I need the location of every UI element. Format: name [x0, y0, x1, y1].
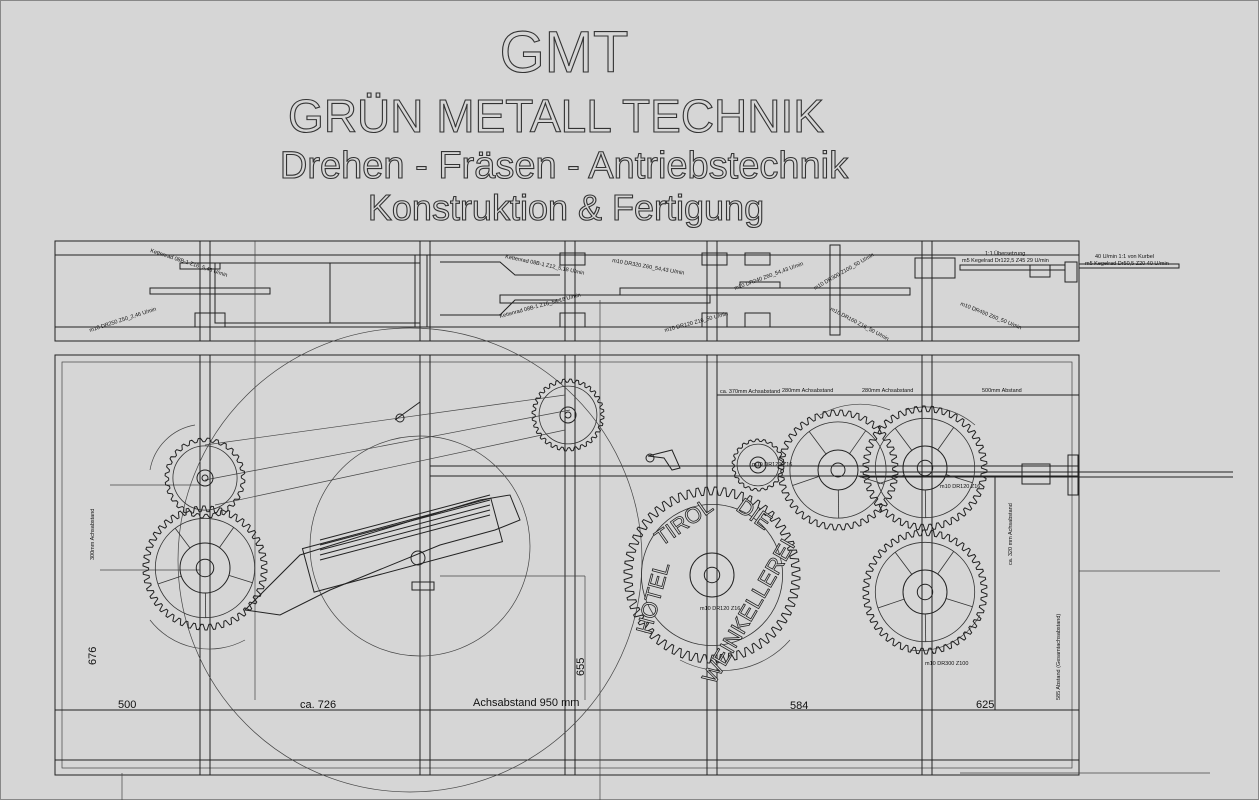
header-company: GRÜN METALL TECHNIK	[288, 90, 824, 142]
header-services: Drehen - Fräsen - Antriebstechnik	[280, 145, 849, 187]
gear-mid-right	[777, 409, 899, 531]
label-m10-2: m10 DR320 Z60_54,43 U/min	[612, 258, 685, 277]
dim-726: ca. 726	[300, 699, 336, 711]
logo-text-hotel: HOTEL	[631, 559, 674, 636]
dim-655: 655	[575, 658, 587, 676]
label-m10-4: m10 DR300 Z100_50 U/min	[813, 252, 875, 291]
gear-far-right	[862, 405, 988, 531]
label-gear-4: m10 DR300 Z100	[925, 661, 968, 667]
header-tagline: Konstruktion & Fertigung	[368, 187, 764, 228]
dim-584: 584	[790, 700, 808, 712]
label-m10-6: m10 DR120 Z16_50 U/min	[664, 311, 729, 334]
dim-950: Achsabstand 950 mm	[473, 697, 579, 709]
side-view: Kettenrad 08B-1 Z16_5,46 U/min Kettenrad…	[54, 240, 1180, 342]
label-axis-280-b: 280mm Achsabstand	[862, 388, 913, 394]
label-direction: 1:1 Übersetzung	[985, 250, 1025, 257]
gear-lower-right	[862, 529, 988, 655]
header-title: GMT	[500, 20, 629, 85]
header-block: GMT GRÜN METALL TECHNIK Drehen - Fräsen …	[279, 19, 849, 228]
gear-group	[142, 378, 988, 664]
dim-625: 625	[976, 699, 994, 711]
label-m10-3: m10 DR240 Z60_54,43 U/min	[734, 261, 805, 292]
gear-small-left	[164, 437, 246, 519]
label-kegelrad-1: m5 Kegelrad Dr122,5 Z45 29 U/min	[962, 258, 1049, 264]
label-kettenrad-1: Kettenrad 08B-1 Z16_5,46 U/min	[149, 248, 228, 279]
label-m10-5: m10 DR160 Z16_50 U/min	[829, 306, 890, 342]
label-axis-small: ca. 370mm Achsabstand	[720, 389, 780, 395]
label-gear-1: m10 DR120 Z16	[752, 462, 792, 468]
label-kettenrad-3: Kettenrad 08B-1 Z16_54,18 U/min	[499, 292, 581, 319]
label-gear-2: m10 DR120 Z16	[940, 484, 980, 490]
gear-large-left	[142, 505, 268, 631]
hotel-logo: HOTEL TIROL DIE WEINKELLEREI	[631, 493, 801, 689]
label-m10-1: m10 DR250 Z50_2,46 U/min	[89, 307, 157, 334]
logo-text-die: DIE	[732, 493, 776, 535]
label-vertical-585: 585 Abstand (Gesamtachsabstand)	[1056, 614, 1062, 700]
label-abstand-500: 500mm Abstand	[982, 388, 1022, 394]
dim-676: 676	[87, 647, 99, 665]
label-axis-280-a: 280mm Achsabstand	[782, 388, 833, 394]
label-kurbel-2: m5 Kegelrad Dr50,5 Z20 40 U/min	[1085, 261, 1169, 267]
gear-hotel-logo	[623, 486, 801, 664]
front-view: HOTEL TIROL DIE WEINKELLEREI ca. 370mm A…	[54, 241, 1233, 800]
dim-500: 500	[118, 699, 136, 711]
label-gear-3: m10 DR120 Z16	[700, 606, 740, 612]
gear-top-middle	[531, 378, 605, 452]
label-vertical-300: 300mm Achsabstand	[90, 509, 96, 560]
label-kurbel: 40 U/min 1:1 von Kurbel	[1095, 254, 1154, 260]
label-vertical-320: ca. 320 mm Achsabstand	[1008, 503, 1014, 565]
